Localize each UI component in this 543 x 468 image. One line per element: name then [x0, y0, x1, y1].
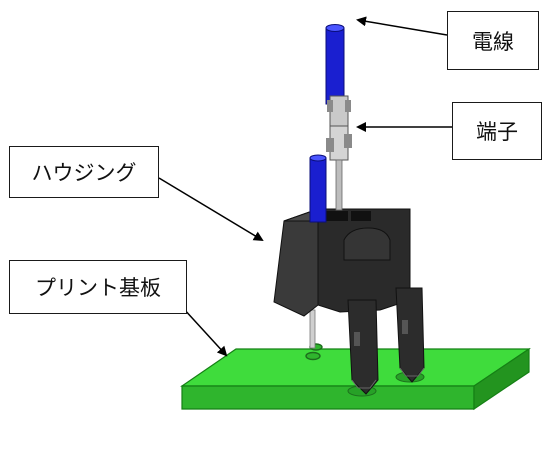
arrow-wire [356, 16, 448, 36]
terminal [326, 95, 352, 211]
label-pcb: プリント基板 [9, 260, 187, 314]
housing-pin [309, 309, 316, 349]
label-housing: ハウジング [9, 146, 159, 198]
inserted-wire [309, 154, 327, 223]
arrow-housing [158, 177, 264, 242]
wire [325, 24, 345, 105]
label-wire: 電線 [447, 11, 539, 70]
label-terminal: 端子 [452, 102, 542, 160]
pcb-hole [305, 351, 321, 361]
